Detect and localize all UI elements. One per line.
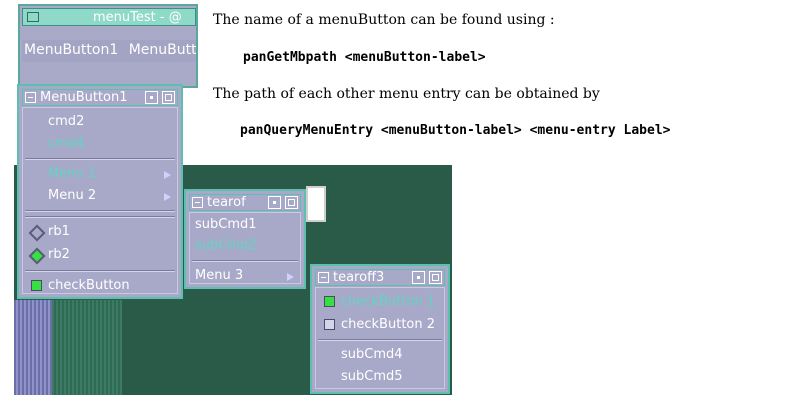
menu-item-label: cmd4 bbox=[48, 136, 85, 151]
menu-item-label: subCmd5 bbox=[341, 369, 403, 384]
minimize-icon[interactable] bbox=[145, 91, 158, 104]
main-window-titlebar[interactable]: menuTest - @ bbox=[22, 8, 196, 26]
desktop-pattern bbox=[14, 300, 52, 395]
window-menu-icon[interactable] bbox=[25, 92, 36, 103]
radio-on-icon bbox=[28, 247, 46, 265]
menu-item-label: subCmd1 bbox=[195, 217, 257, 232]
menubutton-menubutton1[interactable]: MenuButton1 bbox=[24, 42, 119, 58]
tearoff-window-tearof: tearof subCmd1 subCmd2 Menu 3 bbox=[184, 189, 306, 289]
menu-item-rb1[interactable]: rb1 bbox=[23, 221, 177, 243]
menubar-items: MenuButton1 MenuButt bbox=[24, 42, 197, 58]
menu-item-subcmd5[interactable]: subCmd5 bbox=[316, 366, 444, 388]
tearoff-title: tearoff3 bbox=[333, 270, 385, 285]
menu-item-label: Menu 2 bbox=[48, 188, 97, 203]
menu-item-menu2[interactable]: Menu 2 bbox=[23, 185, 177, 207]
tearoff-window-menubutton1: MenuButton1 cmd2 cmd4 Menu 1 Menu 2 rb1 … bbox=[17, 84, 183, 299]
menu-item-cmd4: cmd4 bbox=[23, 133, 177, 155]
tearoff-title: tearof bbox=[207, 195, 246, 210]
desktop-pattern-green bbox=[52, 300, 122, 395]
menu-separator bbox=[25, 158, 175, 160]
maximize-icon[interactable] bbox=[429, 271, 442, 284]
menu-item-label: rb1 bbox=[48, 224, 70, 239]
checkbox-unchecked-icon bbox=[324, 319, 335, 330]
doc-line-2: The path of each other menu entry can be… bbox=[213, 86, 600, 102]
main-window: menuTest - @ MenuButton1 MenuButt bbox=[18, 4, 198, 88]
window-menu-icon[interactable] bbox=[318, 272, 329, 283]
submenu-arrow-icon bbox=[164, 193, 171, 201]
menu-item-label: rb2 bbox=[48, 247, 70, 262]
menu-separator bbox=[25, 210, 175, 212]
menu-item-label: checkButton 2 bbox=[341, 317, 436, 332]
menubar bbox=[22, 40, 196, 62]
menu-body: checkButton 1 checkButton 2 subCmd4 subC… bbox=[315, 287, 445, 389]
menu-body: cmd2 cmd4 Menu 1 Menu 2 rb1 rb2 checkBut… bbox=[22, 107, 178, 294]
menu-item-checkbutton[interactable]: checkButton bbox=[23, 275, 177, 297]
menu-item-label: checkButton bbox=[48, 278, 130, 293]
menu-item-label: checkButton 1 bbox=[341, 294, 436, 309]
menu-item-menu3[interactable]: Menu 3 bbox=[190, 265, 300, 287]
menu-separator bbox=[192, 260, 298, 262]
submenu-arrow-icon bbox=[164, 171, 171, 179]
menu-separator bbox=[25, 216, 175, 218]
window-menu-icon[interactable] bbox=[192, 197, 203, 208]
radio-off-icon bbox=[28, 224, 46, 242]
minimize-icon[interactable] bbox=[412, 271, 425, 284]
background-window-fragment bbox=[306, 186, 326, 222]
menu-item-label: Menu 3 bbox=[195, 268, 244, 283]
menu-item-label: cmd2 bbox=[48, 114, 85, 129]
menu-item-subcmd4[interactable]: subCmd4 bbox=[316, 344, 444, 366]
menu-separator bbox=[318, 339, 442, 341]
doc-code-1: panGetMbpath <menuButton-label> bbox=[243, 50, 486, 65]
maximize-icon[interactable] bbox=[285, 196, 298, 209]
menu-item-label: Menu 1 bbox=[48, 166, 97, 181]
doc-line-1: The name of a menuButton can be found us… bbox=[213, 12, 555, 28]
minimize-icon[interactable] bbox=[268, 196, 281, 209]
menu-item-label: subCmd2 bbox=[195, 238, 257, 253]
tearoff-titlebar[interactable]: MenuButton1 bbox=[22, 89, 178, 106]
menu-item-subcmd1[interactable]: subCmd1 bbox=[190, 214, 300, 236]
checkbox-checked-icon bbox=[31, 280, 42, 291]
menu-item-checkbutton2[interactable]: checkButton 2 bbox=[316, 314, 444, 336]
menu-item-label: subCmd4 bbox=[341, 347, 403, 362]
menu-item-rb2[interactable]: rb2 bbox=[23, 244, 177, 266]
tearoff-window-tearoff3: tearoff3 checkButton 1 checkButton 2 sub… bbox=[310, 264, 450, 394]
menu-body: subCmd1 subCmd2 Menu 3 bbox=[189, 212, 301, 284]
tearoff-titlebar[interactable]: tearof bbox=[189, 194, 301, 211]
main-window-title: menuTest - @ bbox=[93, 10, 182, 25]
menu-item-menu1: Menu 1 bbox=[23, 163, 177, 185]
menu-separator bbox=[25, 270, 175, 272]
window-menu-icon[interactable] bbox=[27, 12, 39, 22]
checkbox-checked-icon bbox=[324, 296, 335, 307]
doc-code-2: panQueryMenuEntry <menuButton-label> <me… bbox=[240, 123, 671, 138]
menubutton-menubutton2[interactable]: MenuButt bbox=[128, 42, 197, 58]
submenu-arrow-icon bbox=[287, 273, 294, 281]
menu-item-subcmd2: subCmd2 bbox=[190, 235, 300, 257]
maximize-icon[interactable] bbox=[162, 91, 175, 104]
tearoff-titlebar[interactable]: tearoff3 bbox=[315, 269, 445, 286]
menu-item-cmd2[interactable]: cmd2 bbox=[23, 111, 177, 133]
menu-item-checkbutton1: checkButton 1 bbox=[316, 291, 444, 313]
tearoff-title: MenuButton1 bbox=[40, 90, 128, 105]
